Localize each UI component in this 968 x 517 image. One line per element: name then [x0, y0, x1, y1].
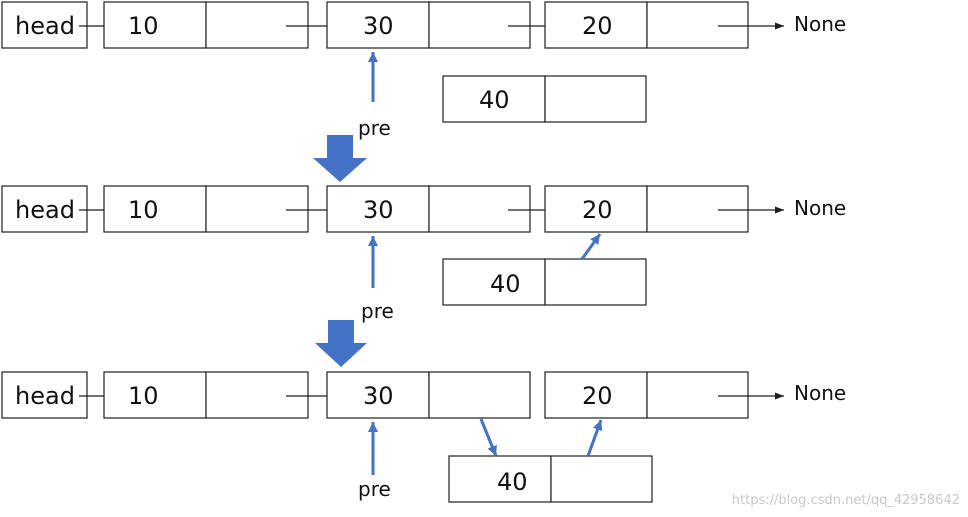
watermark: https://blog.csdn.net/qq_42958642	[732, 493, 960, 508]
stage-1: head 10 30 20 None pre 40	[1, 1, 846, 140]
node-10: 10	[103, 185, 309, 233]
stage-3: head 10 30 20 None pre 40	[1, 371, 846, 503]
none-label: None	[794, 381, 846, 405]
node-value: 40	[479, 86, 510, 114]
node-10: 10	[103, 371, 309, 419]
node-value: 20	[582, 196, 613, 224]
stage-2: head 10 30 20 None pre 40	[1, 185, 846, 323]
none-label: None	[794, 196, 846, 220]
node-20: 20	[544, 185, 749, 233]
new-node-40: 40	[448, 455, 653, 503]
none-label: None	[794, 12, 846, 36]
node-30: 30	[326, 371, 531, 419]
head-box: head	[1, 185, 88, 233]
node-value: 40	[490, 270, 521, 298]
node-30: 30	[326, 1, 531, 49]
node-30: 30	[326, 185, 531, 233]
new-node-40: 40	[442, 75, 647, 123]
node-value: 20	[582, 12, 613, 40]
pre-label: pre	[358, 477, 391, 501]
node-20: 20	[544, 1, 749, 49]
node-20: 20	[544, 371, 749, 419]
pre-label: pre	[358, 116, 391, 140]
node-value: 10	[128, 382, 159, 410]
step-down-arrow	[315, 320, 367, 367]
head-label: head	[15, 12, 75, 40]
node-value: 10	[128, 12, 159, 40]
node-value: 40	[497, 468, 528, 496]
new-node-40: 40	[442, 258, 647, 306]
node-value: 10	[128, 196, 159, 224]
head-box: head	[1, 1, 88, 49]
head-label: head	[15, 196, 75, 224]
head-label: head	[15, 382, 75, 410]
node-value: 30	[363, 196, 394, 224]
node-10: 10	[103, 1, 309, 49]
node-value: 20	[582, 382, 613, 410]
pre-next-to-new-arrow	[479, 418, 498, 457]
step-down-arrow	[313, 135, 367, 182]
new-node-next-arrow	[580, 233, 602, 260]
node-value: 30	[363, 12, 394, 40]
pre-label: pre	[361, 299, 394, 323]
node-value: 30	[363, 382, 394, 410]
head-box: head	[1, 371, 88, 419]
new-node-next-arrow	[586, 419, 603, 457]
